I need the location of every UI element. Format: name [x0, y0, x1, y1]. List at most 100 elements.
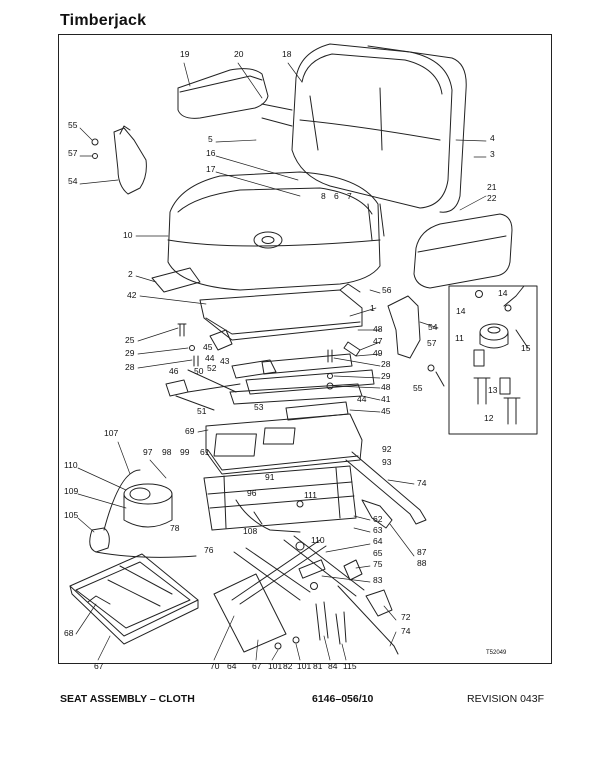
callout-c96: 96 — [247, 488, 257, 498]
callout-c68: 68 — [64, 628, 74, 638]
callout-c2: 2 — [128, 269, 133, 279]
part-10-seat-cushion — [167, 171, 385, 291]
callout-c93: 93 — [382, 457, 392, 467]
callout-c83: 83 — [373, 575, 383, 585]
callout-c29b: 29 — [381, 371, 391, 381]
callout-c49: 49 — [373, 348, 383, 358]
callout-c3: 3 — [490, 149, 495, 159]
bolts-left — [177, 323, 199, 367]
callout-c45b: 45 — [381, 406, 391, 416]
callout-c43: 43 — [220, 356, 230, 366]
callout-c69: 69 — [185, 426, 195, 436]
callout-c72: 72 — [401, 612, 411, 622]
callout-c92: 92 — [382, 444, 392, 454]
callout-c12: 12 — [484, 413, 494, 423]
callout-c105: 105 — [64, 510, 78, 520]
callout-c57b: 57 — [427, 338, 437, 348]
callout-c28b: 28 — [381, 359, 391, 369]
callout-c28a: 28 — [125, 362, 135, 372]
callout-c14b: 14 — [456, 306, 466, 316]
part-69-top-plate — [205, 413, 363, 475]
callout-c108: 108 — [243, 526, 257, 536]
part-72-pedal — [337, 585, 399, 655]
callout-c14a: 14 — [498, 288, 508, 298]
callout-c115: 115 — [343, 661, 357, 671]
callout-c56: 56 — [382, 285, 392, 295]
part-67-base-frame — [69, 553, 199, 645]
callout-c15: 15 — [521, 343, 531, 353]
callout-c52: 52 — [207, 363, 217, 373]
callout-c61: 61 — [200, 447, 210, 457]
callout-c51: 51 — [197, 406, 207, 416]
callout-c75: 75 — [373, 559, 383, 569]
callout-c4: 4 — [490, 133, 495, 143]
callout-c19: 19 — [180, 49, 190, 59]
callout-c67b: 67 — [252, 661, 262, 671]
callout-c111: 111 — [304, 490, 317, 500]
callout-c81: 81 — [313, 661, 323, 671]
callout-c54a: 54 — [68, 176, 78, 186]
callout-c5: 5 — [208, 134, 213, 144]
callout-c22: 22 — [487, 193, 497, 203]
callout-c87: 87 — [417, 547, 427, 557]
callout-c91: 91 — [265, 472, 275, 482]
part-21-armrest — [413, 213, 513, 289]
bottom-fasteners — [274, 601, 347, 650]
part-96-cable — [235, 499, 304, 533]
callout-c64b: 64 — [227, 661, 237, 671]
part-42-seat-pan — [199, 283, 363, 341]
callout-c13: 13 — [488, 385, 498, 395]
callout-c46: 46 — [169, 366, 179, 376]
callout-c110b: 110 — [311, 535, 325, 545]
callout-c74b: 74 — [401, 626, 411, 636]
part-2-plate — [151, 267, 201, 293]
callout-c110a: 110 — [64, 460, 78, 470]
bolts-right — [326, 341, 361, 390]
callout-c74a: 74 — [417, 478, 427, 488]
callout-c44: 44 — [205, 353, 215, 363]
part-74-lever — [345, 451, 427, 525]
part-19-pad — [177, 68, 269, 119]
callout-c44b: 44 — [357, 394, 367, 404]
part-54-right-buckle — [387, 295, 445, 387]
callout-c16: 16 — [206, 148, 216, 158]
callout-c6: 6 — [334, 191, 339, 201]
brand-title: Timberjack — [60, 12, 147, 29]
diagram-frame — [58, 34, 552, 664]
callout-c25: 25 — [125, 335, 135, 345]
part-87-handle — [361, 499, 393, 529]
callout-c21: 21 — [487, 182, 497, 192]
callout-c65: 65 — [373, 548, 383, 558]
callout-c99: 99 — [180, 447, 190, 457]
callout-c48b: 48 — [381, 382, 391, 392]
callout-c55b: 55 — [413, 383, 423, 393]
part-54-belt-buckle — [91, 125, 147, 195]
callout-c57a: 57 — [68, 148, 78, 158]
part-slide-mechanism — [165, 329, 375, 421]
callout-c20: 20 — [234, 49, 244, 59]
callout-c45: 45 — [203, 342, 213, 352]
callout-c48a: 48 — [373, 324, 383, 334]
callout-c70: 70 — [210, 661, 220, 671]
part-scissor-linkage — [231, 535, 365, 605]
leader-lines — [75, 62, 487, 661]
callout-c107: 107 — [104, 428, 118, 438]
callout-c53: 53 — [254, 402, 264, 412]
callout-c8: 8 — [321, 191, 326, 201]
figure-code: T52049 — [486, 650, 507, 656]
callout-c62: 62 — [373, 514, 383, 524]
callout-c17: 17 — [206, 164, 216, 174]
footer-title: SEAT ASSEMBLY – CLOTH — [60, 693, 195, 705]
callout-c50: 50 — [194, 366, 204, 376]
callout-c101a: 101 — [268, 661, 282, 671]
part-78-compressor — [89, 469, 197, 558]
callout-c64a: 64 — [373, 536, 383, 546]
callout-c101b: 101 — [297, 661, 311, 671]
callout-c47: 47 — [373, 336, 383, 346]
callout-c88: 88 — [417, 558, 427, 568]
footer-part-number: 6146–056/10 — [312, 693, 374, 705]
callout-c41: 41 — [381, 394, 391, 404]
callout-c76: 76 — [204, 545, 214, 555]
